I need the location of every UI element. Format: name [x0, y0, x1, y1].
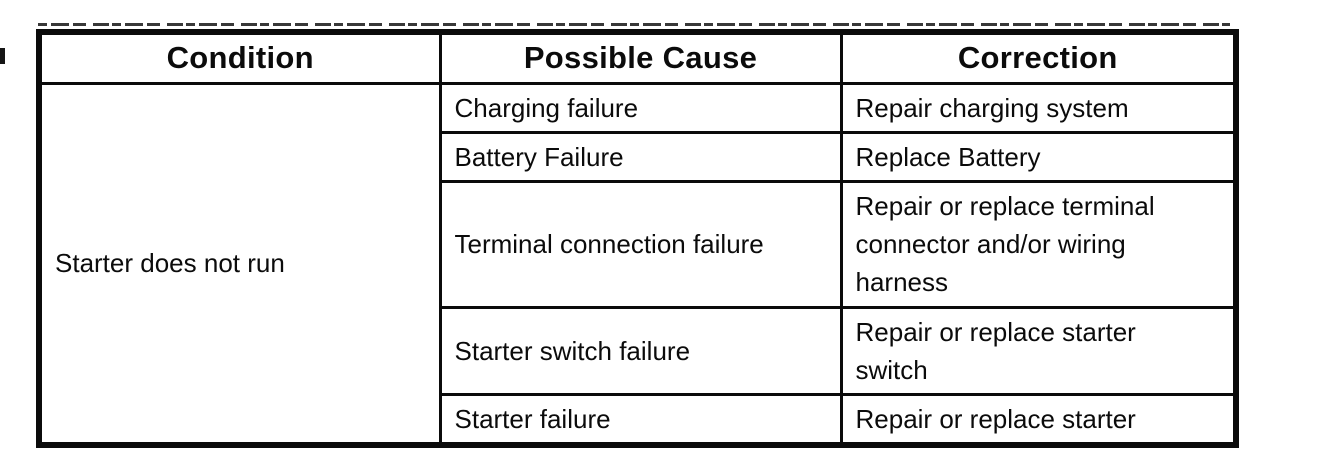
col-header-condition: Condition	[37, 30, 442, 85]
table-row: Battery Failure Replace Battery	[39, 130, 1238, 183]
correction-cell: Repair charging system	[839, 81, 1238, 134]
table-row: Starter failure Repair or replace starte…	[39, 392, 1238, 446]
scan-artifact-left-edge	[0, 48, 5, 64]
correction-cell: Replace Battery	[839, 130, 1238, 183]
correction-cell: Repair or replace starter	[839, 392, 1238, 446]
col-header-correction: Correction	[839, 30, 1238, 85]
cause-cell: Starter switch failure	[438, 305, 843, 396]
table-row: Starter does not run Charging failure Re…	[37, 81, 1238, 446]
col-header-possible-cause: Possible Cause	[438, 30, 843, 85]
troubleshooting-table: Condition Possible Cause Correction Star…	[36, 29, 1239, 448]
condition-cell: Starter does not run	[37, 81, 442, 446]
header-row: Condition Possible Cause Correction	[37, 30, 1238, 85]
cause-cell: Terminal connection failure	[438, 179, 843, 309]
cause-cell: Starter failure	[438, 392, 843, 446]
correction-cell: Repair or replace starter switch	[839, 305, 1238, 396]
table-row: Terminal connection failure Repair or re…	[39, 179, 1238, 309]
cause-cell: Battery Failure	[438, 130, 843, 183]
scan-artifact-top	[38, 23, 1230, 26]
table-row: Starter switch failure Repair or replace…	[39, 305, 1238, 396]
cause-cell: Charging failure	[438, 81, 843, 134]
correction-cell: Repair or replace terminal connector and…	[839, 179, 1238, 309]
